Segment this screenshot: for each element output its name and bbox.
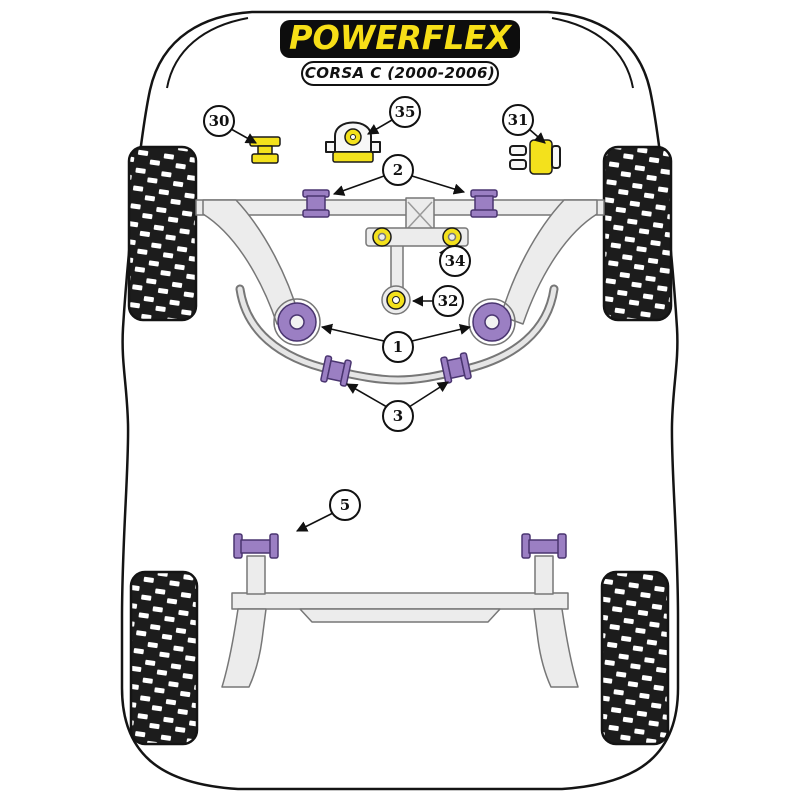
powerflex-logo-text: POWERFLEX <box>289 18 513 57</box>
part-35-engine-mount <box>325 121 381 163</box>
trailing-arm-right <box>533 608 579 688</box>
callout-34: 34 <box>439 245 471 277</box>
callout-30: 30 <box>203 105 235 137</box>
callout-5-label: 5 <box>340 496 350 514</box>
tire-rear-left <box>129 570 199 746</box>
model-badge <box>301 61 499 86</box>
callout-30-arrow <box>230 128 257 144</box>
front-suspension <box>195 189 605 387</box>
rear-beam-bushing-left <box>233 533 279 559</box>
callout-2-arrow-right <box>411 175 466 195</box>
bracket-cross-line <box>407 201 433 229</box>
callout-31-arrow <box>528 128 546 144</box>
tire-front-right <box>602 145 673 322</box>
front-right-corner-line <box>551 17 634 89</box>
arm-rear-bushing-left <box>273 298 321 346</box>
mount-parts <box>249 121 561 175</box>
arb-bushing-right <box>440 352 472 384</box>
branding: POWERFLEX CORSA C (2000-2006) <box>280 18 520 86</box>
rear-suspension <box>221 533 579 688</box>
control-arm-right <box>500 199 598 325</box>
callout-30-label: 30 <box>209 112 230 130</box>
callout-32: 32 <box>432 285 464 317</box>
callout-35-label: 35 <box>395 103 416 121</box>
callout-3-arrow-left <box>346 383 388 408</box>
callout-34-label: 34 <box>445 252 466 270</box>
subframe-bushing-right <box>470 189 498 218</box>
callout-31-label: 31 <box>508 111 529 129</box>
callout-2-label: 2 <box>393 161 403 179</box>
callout-1-label: 1 <box>393 338 403 356</box>
callout-3-label: 3 <box>393 407 403 425</box>
callouts: 30 35 31 2 34 32 <box>203 96 546 532</box>
powerflex-logo-band <box>280 20 520 58</box>
subframe-bushing-left <box>302 189 330 218</box>
callout-3: 3 <box>382 400 414 432</box>
trailing-arm-left <box>221 608 267 688</box>
arb-bushing-left <box>320 355 352 387</box>
rear-beam-center-web <box>299 608 501 623</box>
model-badge-text: CORSA C (2000-2006) <box>305 64 495 82</box>
anti-roll-bar-highlight <box>237 286 557 383</box>
tires <box>127 145 673 746</box>
rear-beam-bushing-right <box>521 533 567 559</box>
callout-35: 35 <box>389 96 421 128</box>
steering-rack-bracket <box>365 227 469 247</box>
arm-rear-bushing-right <box>468 298 516 346</box>
part-31-mount <box>509 139 561 175</box>
tire-front-left <box>127 145 198 322</box>
callout-31: 31 <box>502 104 534 136</box>
rear-axle-beam <box>231 592 569 610</box>
callout-1: 1 <box>382 331 414 363</box>
callout-5: 5 <box>329 489 361 521</box>
callout-2: 2 <box>382 154 414 186</box>
callout-1-arrow-right <box>411 323 472 342</box>
rack-bushing-left-hole <box>377 232 387 242</box>
rack-bushing-right-hole <box>447 232 457 242</box>
callout-2-arrow-left <box>332 175 385 196</box>
callout-35-arrow <box>367 119 393 135</box>
tire-rear-right <box>600 570 670 746</box>
callout-1-arrow-left <box>320 323 385 342</box>
rear-mount-bracket-left <box>246 555 266 595</box>
engine-mount-lower-hole <box>392 296 400 304</box>
callout-5-arrow <box>295 512 334 532</box>
callout-32-label: 32 <box>438 292 459 310</box>
rear-mount-bracket-right <box>534 555 554 595</box>
front-left-corner-line <box>166 17 249 89</box>
front-crossmember <box>195 199 605 216</box>
link-stem <box>390 244 404 290</box>
callout-3-arrow-right <box>408 381 449 408</box>
